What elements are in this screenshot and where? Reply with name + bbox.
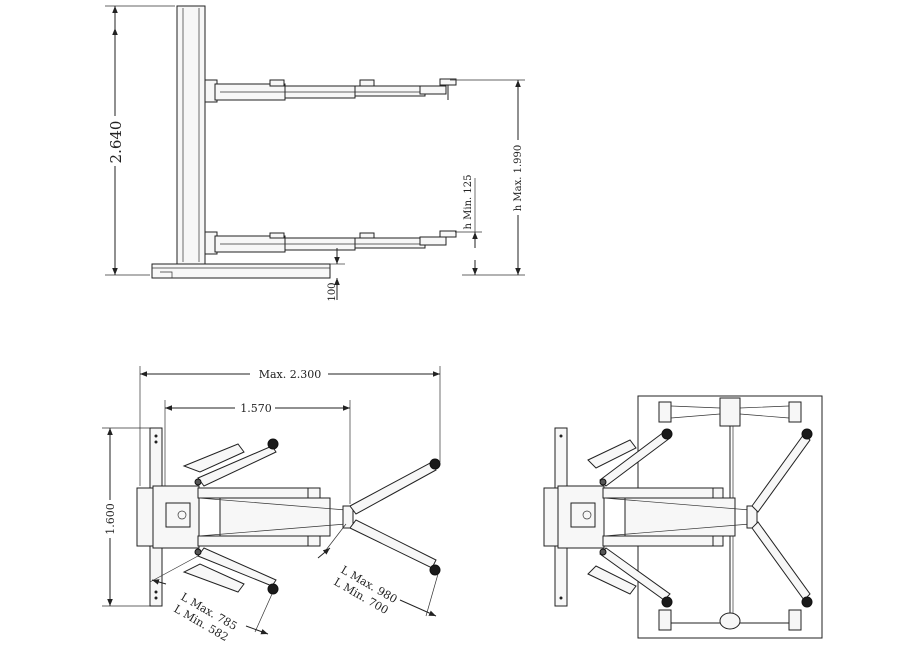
lower-arm [204, 230, 457, 255]
side-view: 2.640 h Max. 1.990 h Min. 125 100 [105, 5, 525, 302]
dim-column-depth: 1.600 [104, 503, 117, 535]
top-view-dimensioned: Max. 2.300 1.570 1.600 L Max. 980 L Min.… [102, 366, 441, 644]
dim-width-inner: 1.570 [240, 402, 272, 415]
upper-arm [204, 78, 457, 103]
base-plate [151, 263, 331, 279]
top-view-with-vehicle [543, 395, 823, 639]
dim-base-height: 100 [327, 282, 338, 301]
dim-width-max: Max. 2.300 [259, 368, 322, 381]
column [176, 5, 206, 265]
dim-total-height: 2.640 [107, 121, 125, 164]
dim-lift-height-max: h Max. 1.990 [513, 145, 524, 211]
dim-lift-height-min: h Min. 125 [463, 175, 474, 230]
